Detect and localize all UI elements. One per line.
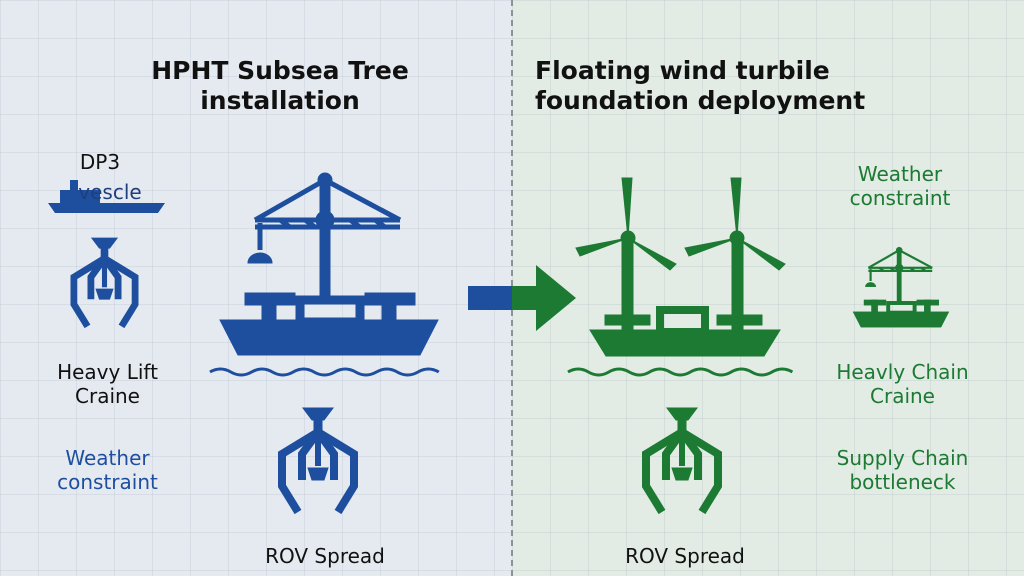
arrow-shaft bbox=[468, 286, 516, 310]
heavy-chain-line1: Heavly Chain bbox=[836, 360, 969, 384]
left-weather-line2: constraint bbox=[57, 470, 158, 494]
wave-icon bbox=[208, 367, 441, 377]
heavy-lift-line2: Craine bbox=[75, 384, 140, 408]
right-panel-floating-wind bbox=[512, 0, 1024, 576]
heavy-chain-line2: Craine bbox=[870, 384, 935, 408]
floating-turbine-vessel-icon bbox=[575, 177, 786, 357]
wave-icon bbox=[566, 367, 794, 377]
arrow-head-icon bbox=[512, 265, 576, 331]
rov-icon bbox=[282, 408, 354, 512]
right-title-line1: Floating wind turbile bbox=[535, 56, 830, 85]
left-weather-line1: Weather bbox=[65, 446, 150, 470]
dp3-label: DP3 bbox=[79, 150, 121, 174]
left-panel-hpht bbox=[0, 0, 512, 576]
right-weather-line2: constraint bbox=[849, 186, 951, 210]
crane-vessel-icon bbox=[220, 173, 438, 355]
right-weather-line1: Weather bbox=[857, 162, 943, 186]
rov-icon bbox=[646, 408, 718, 512]
crane-vessel-small-icon bbox=[851, 245, 951, 330]
right-rov-label: ROV Spread bbox=[625, 544, 745, 568]
supply-line2: bottleneck bbox=[849, 470, 956, 494]
left-title-line2: installation bbox=[200, 86, 360, 115]
vessel-label: vescle bbox=[78, 180, 142, 204]
left-rov-label: ROV Spread bbox=[265, 544, 385, 568]
right-title-line2: foundation deployment bbox=[535, 86, 866, 115]
dp3-vessel-icon bbox=[48, 180, 165, 213]
left-title-line1: HPHT Subsea Tree bbox=[151, 56, 409, 85]
rov-small-icon bbox=[74, 238, 135, 326]
supply-line1: Supply Chain bbox=[836, 446, 969, 470]
heavy-lift-line1: Heavy Lift bbox=[57, 360, 158, 384]
